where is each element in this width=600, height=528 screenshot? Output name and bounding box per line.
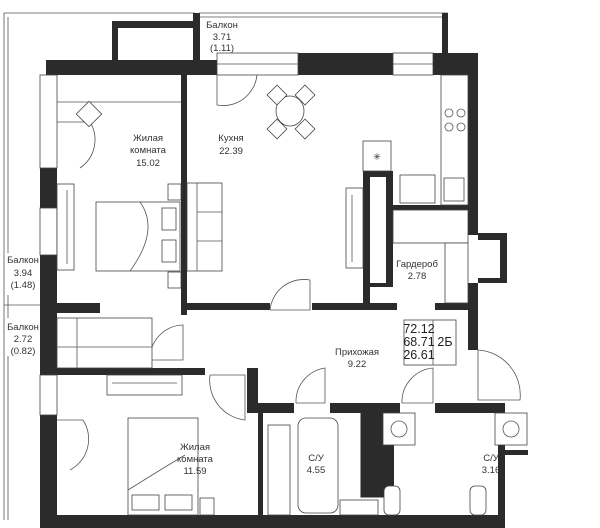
svg-text:Балкон: Балкон xyxy=(206,20,238,31)
wardrobe-room-fittings xyxy=(392,209,469,304)
svg-text:9.22: 9.22 xyxy=(348,359,367,370)
svg-text:2.78: 2.78 xyxy=(408,271,427,282)
windows xyxy=(39,52,434,416)
wardrobe-bedroom-1 xyxy=(56,317,153,369)
svg-text:3.94: 3.94 xyxy=(14,268,33,279)
svg-text:3.16: 3.16 xyxy=(482,465,501,476)
furniture: ✳ xyxy=(56,74,528,516)
room-label-living-room-2: Жилая комната 11.59 xyxy=(177,442,214,477)
bed-1 xyxy=(95,183,182,289)
sofa xyxy=(186,182,223,272)
tv-unit-bedroom-2 xyxy=(106,374,183,396)
svg-text:(1.11): (1.11) xyxy=(210,43,234,54)
svg-text:26.61: 26.61 xyxy=(403,348,434,362)
svg-text:22.39: 22.39 xyxy=(219,146,243,157)
tv-unit-kitchen xyxy=(345,187,364,269)
walls xyxy=(40,13,528,528)
summary-box-frame xyxy=(403,319,457,366)
svg-text:4.55: 4.55 xyxy=(307,465,326,476)
svg-text:2Б: 2Б xyxy=(437,335,452,349)
bathroom-2-fixtures xyxy=(469,412,528,516)
svg-text:15.02: 15.02 xyxy=(136,158,160,169)
wardrobe-bedroom-2 xyxy=(267,424,291,516)
room-label-wardrobe: Гардероб 2.78 xyxy=(396,259,438,282)
room-label-bathroom-1: С/У 4.55 xyxy=(307,453,326,476)
balcony-outlines xyxy=(3,12,448,520)
svg-text:С/У: С/У xyxy=(483,453,500,464)
svg-text:68.71: 68.71 xyxy=(403,335,434,349)
room-label-bathroom-2: С/У 3.16 xyxy=(482,453,501,476)
svg-text:11.59: 11.59 xyxy=(183,466,206,477)
svg-text:Балкон: Балкон xyxy=(7,255,39,266)
room-label-hallway: Прихожая 9.22 xyxy=(335,347,379,370)
area-summary: 72.12 68.71 26.61 2Б xyxy=(403,322,452,362)
svg-text:комната: комната xyxy=(177,454,214,465)
svg-text:комната: комната xyxy=(130,145,167,156)
room-label-living-room-1: Жилая комната 15.02 xyxy=(130,133,167,169)
bathroom-1-fixtures xyxy=(339,412,416,516)
tv-unit-bedroom-1 xyxy=(56,183,75,271)
room-label-balcony-top: Балкон 3.71 (1.11) xyxy=(206,20,238,54)
room-label-kitchen: Кухня 22.39 xyxy=(218,133,243,157)
doors xyxy=(57,74,521,471)
room-label-balcony-left-1: Балкон 3.94 (1.48) xyxy=(7,255,39,291)
svg-text:Жилая: Жилая xyxy=(133,133,163,144)
kitchen-counter: ✳ xyxy=(362,74,469,206)
svg-text:2.72: 2.72 xyxy=(14,334,33,345)
svg-text:(1.48): (1.48) xyxy=(11,280,36,291)
svg-text:Кухня: Кухня xyxy=(218,133,243,144)
svg-text:(0.82): (0.82) xyxy=(11,346,36,357)
svg-text:Прихожая: Прихожая xyxy=(335,347,379,358)
svg-text:С/У: С/У xyxy=(308,453,325,464)
svg-text:3.71: 3.71 xyxy=(213,32,232,43)
svg-text:Гардероб: Гардероб xyxy=(396,259,438,270)
svg-text:72.12: 72.12 xyxy=(403,322,434,336)
svg-text:Жилая: Жилая xyxy=(180,442,210,453)
svg-text:✳: ✳ xyxy=(373,152,381,163)
bathtub xyxy=(297,417,339,514)
svg-text:Балкон: Балкон xyxy=(7,322,39,333)
bed-2 xyxy=(127,417,215,516)
desk xyxy=(57,100,181,128)
room-label-balcony-left-2: Балкон 2.72 (0.82) xyxy=(7,322,39,357)
dining-table xyxy=(266,84,316,140)
